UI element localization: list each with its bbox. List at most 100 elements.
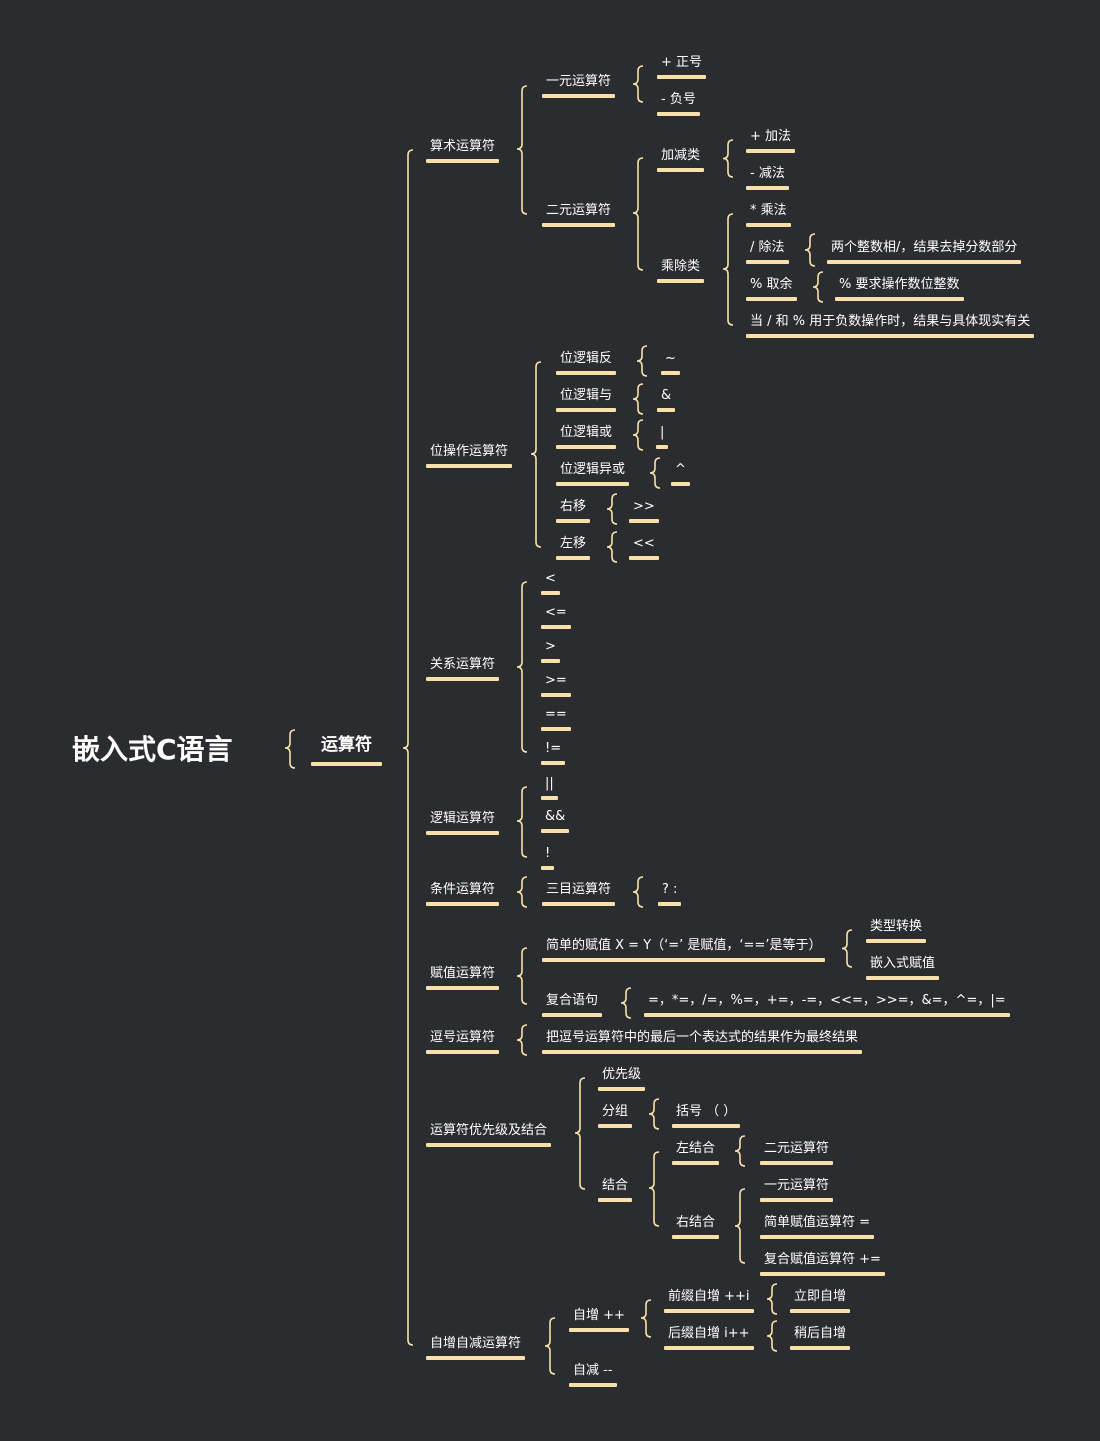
prefix-note-topic[interactable]: 立即自增 xyxy=(790,1289,851,1313)
compound-ops-topic[interactable]: =，*=，/=，%=，+=，-=，<<=，>>=，&=，^=，|= xyxy=(644,993,1010,1017)
bracket-connector xyxy=(841,929,853,968)
bracket-connector xyxy=(544,1317,556,1375)
rel-eq[interactable]: == xyxy=(541,707,571,731)
arith-topic[interactable]: 算术运算符 xyxy=(426,139,500,163)
logic-not[interactable]: ! xyxy=(541,846,555,870)
bit-not-topic[interactable]: 位逻辑反 xyxy=(556,351,617,375)
mod-note-topic[interactable]: % 要求操作数位整数 xyxy=(835,277,964,301)
logic-topic[interactable]: 逻辑运算符 xyxy=(426,811,500,835)
addsub-topic[interactable]: 加减类 xyxy=(657,148,705,172)
bracket-connector xyxy=(516,1024,528,1056)
rel-topic[interactable]: 关系运算符 xyxy=(426,657,500,681)
bracket-connector xyxy=(530,361,542,548)
neg-sign-topic[interactable]: - 负号 xyxy=(657,92,700,116)
bit-topic[interactable]: 位操作运算符 xyxy=(426,444,513,468)
rel-lt[interactable]: < xyxy=(541,571,560,595)
neg-note-topic[interactable]: 当 / 和 % 用于负数操作时，结果与具体现实有关 xyxy=(746,314,1035,338)
postfix-topic[interactable]: 后缀自增 i++ xyxy=(664,1326,754,1350)
bit-or-op[interactable]: | xyxy=(656,425,669,449)
muldiv-topic[interactable]: 乘除类 xyxy=(657,259,705,283)
type-conv-topic[interactable]: 类型转换 xyxy=(866,919,927,943)
rel-gt[interactable]: > xyxy=(541,639,560,663)
logic-and[interactable]: && xyxy=(541,809,570,833)
bit-and-topic[interactable]: 位逻辑与 xyxy=(556,388,617,412)
right-unary-topic[interactable]: 一元运算符 xyxy=(760,1178,834,1202)
bracket-connector xyxy=(632,157,644,271)
bracket-connector xyxy=(648,1098,660,1130)
bracket-connector xyxy=(766,1283,778,1315)
bracket-connector xyxy=(804,233,816,267)
logic-or[interactable]: || xyxy=(541,776,558,800)
mod-topic[interactable]: % 取余 xyxy=(746,277,797,301)
right-simple-topic[interactable]: 简单赋值运算符 = xyxy=(760,1215,875,1239)
bracket-connector xyxy=(632,383,644,415)
simple-assign-topic[interactable]: 简单的赋值 X = Y（‘=’ 是赋值，‘==’是等于） xyxy=(542,938,826,962)
bit-xor-op[interactable]: ^ xyxy=(671,462,690,486)
bracket-connector xyxy=(722,213,734,326)
bracket-connector xyxy=(640,1299,652,1338)
bracket-connector xyxy=(766,1320,778,1352)
compound-topic[interactable]: 复合语句 xyxy=(542,993,603,1017)
right-compound-topic[interactable]: 复合赋值运算符 += xyxy=(760,1252,885,1276)
ternary-topic[interactable]: 三目运算符 xyxy=(542,882,616,906)
rel-ge[interactable]: >= xyxy=(541,673,571,697)
bracket-connector xyxy=(734,1135,746,1167)
bracket-connector xyxy=(649,457,661,489)
shr-topic[interactable]: 右移 xyxy=(556,499,591,523)
priority-topic[interactable]: 优先级 xyxy=(598,1067,646,1091)
binary-topic[interactable]: 二元运算符 xyxy=(542,203,616,227)
bit-not-op[interactable]: ~ xyxy=(661,351,680,375)
incdec-topic[interactable]: 自增自减运算符 xyxy=(426,1336,526,1360)
mul-topic[interactable]: * 乘法 xyxy=(746,203,791,227)
shl-op[interactable]: << xyxy=(629,536,659,560)
inc-topic[interactable]: 自增 ++ xyxy=(569,1308,629,1332)
rel-le[interactable]: <= xyxy=(541,605,571,629)
embedded-assign-topic[interactable]: 嵌入式赋值 xyxy=(866,956,940,980)
bracket-connector xyxy=(632,65,644,103)
bit-or-topic[interactable]: 位逻辑或 xyxy=(556,425,617,449)
operators-topic[interactable]: 运算符 xyxy=(311,735,382,766)
div-topic[interactable]: / 除法 xyxy=(746,240,789,264)
left-assoc-topic[interactable]: 左结合 xyxy=(672,1141,720,1165)
cond-topic[interactable]: 条件运算符 xyxy=(426,882,500,906)
pos-sign-topic[interactable]: + 正号 xyxy=(657,55,707,79)
postfix-note-topic[interactable]: 稍后自增 xyxy=(790,1326,851,1350)
group-topic[interactable]: 分组 xyxy=(598,1104,633,1128)
bracket-connector xyxy=(516,786,528,858)
sub-topic[interactable]: - 减法 xyxy=(746,166,789,190)
right-assoc-topic[interactable]: 右结合 xyxy=(672,1215,720,1239)
comma-topic[interactable]: 逗号运算符 xyxy=(426,1030,500,1054)
ternary-op[interactable]: ? : xyxy=(658,882,682,906)
bit-xor-topic[interactable]: 位逻辑异或 xyxy=(556,462,630,486)
add-topic[interactable]: + 加法 xyxy=(746,129,796,153)
bracket-connector xyxy=(722,139,734,178)
root-topic[interactable]: 嵌入式C语言 xyxy=(72,733,233,766)
left-binary-topic[interactable]: 二元运算符 xyxy=(760,1141,834,1165)
div-note-topic[interactable]: 两个整数相/，结果去掉分数部分 xyxy=(827,240,1022,264)
bracket-connector xyxy=(632,419,644,451)
assign-topic[interactable]: 赋值运算符 xyxy=(426,966,500,990)
bracket-connector xyxy=(574,1077,586,1190)
bracket-connector xyxy=(648,1151,660,1227)
bit-and-op[interactable]: & xyxy=(657,388,676,412)
bracket-connector xyxy=(516,876,528,908)
bracket-connector xyxy=(606,493,618,525)
assoc-topic[interactable]: 结合 xyxy=(598,1178,633,1202)
prec-topic[interactable]: 运算符优先级及结合 xyxy=(426,1123,552,1147)
bracket-connector xyxy=(516,581,528,753)
bracket-connector xyxy=(516,85,528,215)
unary-topic[interactable]: 一元运算符 xyxy=(542,74,616,98)
bracket-connector xyxy=(284,729,296,769)
bracket-connector xyxy=(402,149,414,1346)
rel-ne[interactable]: != xyxy=(541,741,566,765)
paren-topic[interactable]: 括号 （ ） xyxy=(672,1104,741,1128)
bracket-connector xyxy=(734,1188,746,1264)
prefix-topic[interactable]: 前缀自增 ++i xyxy=(664,1289,754,1313)
shr-op[interactable]: >> xyxy=(629,499,659,523)
bracket-connector xyxy=(632,876,644,908)
comma-desc-topic[interactable]: 把逗号运算符中的最后一个表达式的结果作为最终结果 xyxy=(542,1030,863,1054)
dec-topic[interactable]: 自减 -- xyxy=(569,1363,617,1387)
shl-topic[interactable]: 左移 xyxy=(556,536,591,560)
